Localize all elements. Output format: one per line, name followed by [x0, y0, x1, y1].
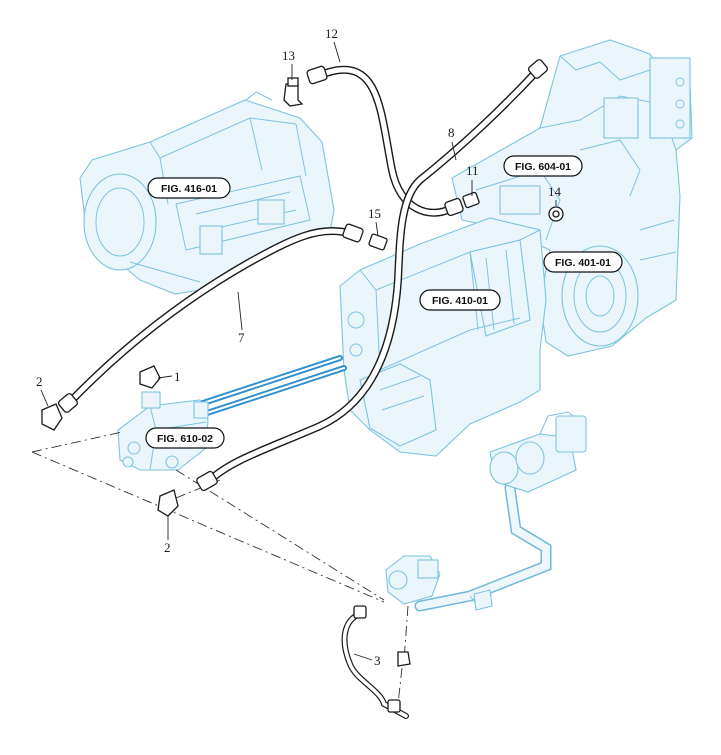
figure-label-401-text: FIG. 401-01 [555, 257, 611, 269]
figure-label-604[interactable]: FIG. 604-01 [503, 155, 583, 177]
gearbox-housing-410 [339, 217, 547, 457]
callout-12: 12 [325, 26, 338, 41]
callout-8: 8 [448, 125, 455, 140]
figure-label-416[interactable]: FIG. 416-01 [147, 177, 231, 199]
callout-1: 1 [174, 369, 181, 384]
callouts: 1 2 2 3 7 8 11 12 13 14 15 [36, 26, 562, 668]
filter-assembly [385, 411, 587, 612]
tube-3 [341, 605, 409, 719]
callout-13: 13 [282, 48, 295, 63]
hose-8 [196, 59, 549, 492]
figure-label-401[interactable]: FIG. 401-01 [543, 251, 623, 273]
callout-7: 7 [238, 330, 245, 345]
pilot-lines-blue [197, 355, 347, 417]
reference-lines [31, 431, 409, 705]
callout-3: 3 [374, 653, 381, 668]
hose-12 [306, 65, 464, 217]
callout-14: 14 [548, 184, 562, 199]
figure-label-416-text: FIG. 416-01 [161, 183, 217, 195]
figure-label-604-text: FIG. 604-01 [515, 161, 571, 173]
callout-2-lower: 2 [164, 540, 171, 555]
figure-label-410[interactable]: FIG. 410-01 [419, 289, 501, 311]
figure-label-410-text: FIG. 410-01 [432, 295, 488, 307]
callout-11: 11 [466, 163, 479, 178]
figure-label-610-text: FIG. 610-02 [157, 433, 213, 445]
figure-label-610[interactable]: FIG. 610-02 [145, 427, 225, 449]
fittings [41, 77, 564, 667]
callout-15: 15 [368, 206, 381, 221]
hose-7 [57, 223, 364, 413]
callout-2-upper: 2 [36, 374, 43, 389]
rear-axle-housing-401 [451, 39, 693, 357]
